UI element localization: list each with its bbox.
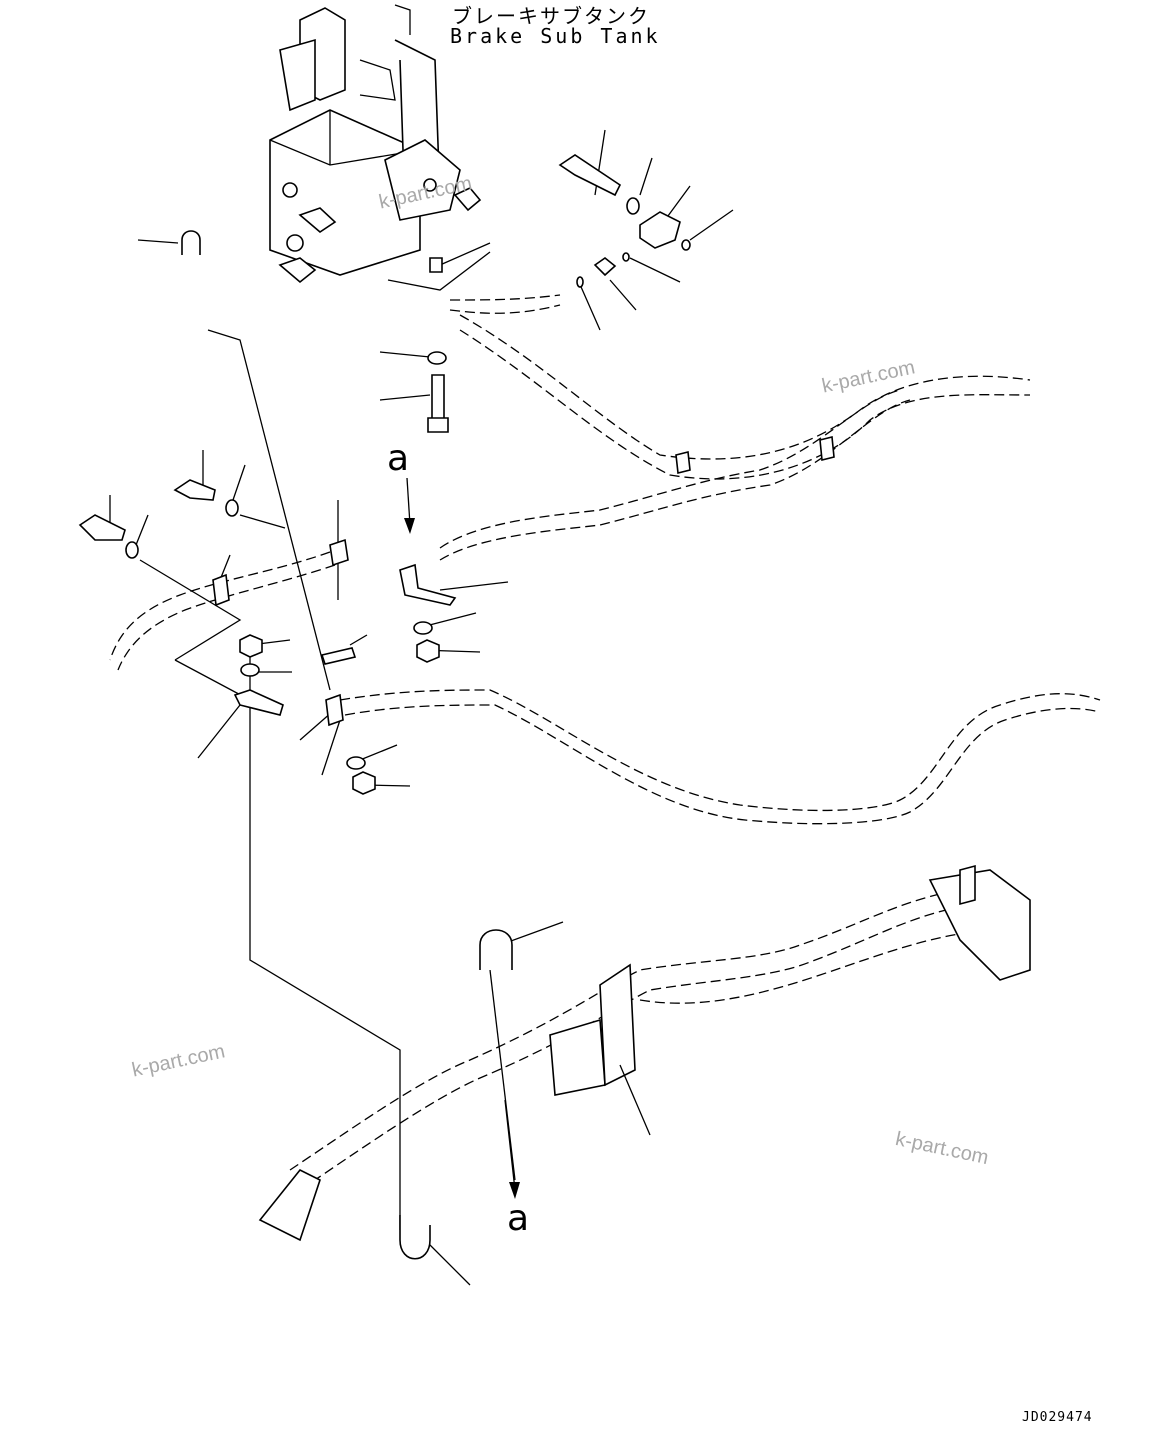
leader-lines [109,129,734,1286]
diagram-title-english: Brake Sub Tank [450,24,661,48]
hose-icon [109,551,1101,825]
hose-icon [439,294,1031,561]
nut-icon [239,634,440,795]
reference-mark-bottom: a [507,1198,530,1239]
o-ring-icon [576,239,691,288]
bolt-icon [78,154,622,541]
reference-arrow-bottom [504,1099,520,1199]
reference-arrow-top [404,477,415,534]
hose-icon [258,864,1031,1242]
bracket-icon [233,563,457,716]
brake-sub-tank-icon [269,4,482,284]
drawing-number: JD029474 [1022,1410,1093,1425]
connector-icon [429,211,681,277]
diagram-title-japanese: ブレーキサブタンク [452,4,650,28]
washer-icon [125,197,640,770]
clamp-icon [212,435,835,727]
u-bolt-icon [181,230,513,1260]
reference-mark-top: a [387,438,410,479]
